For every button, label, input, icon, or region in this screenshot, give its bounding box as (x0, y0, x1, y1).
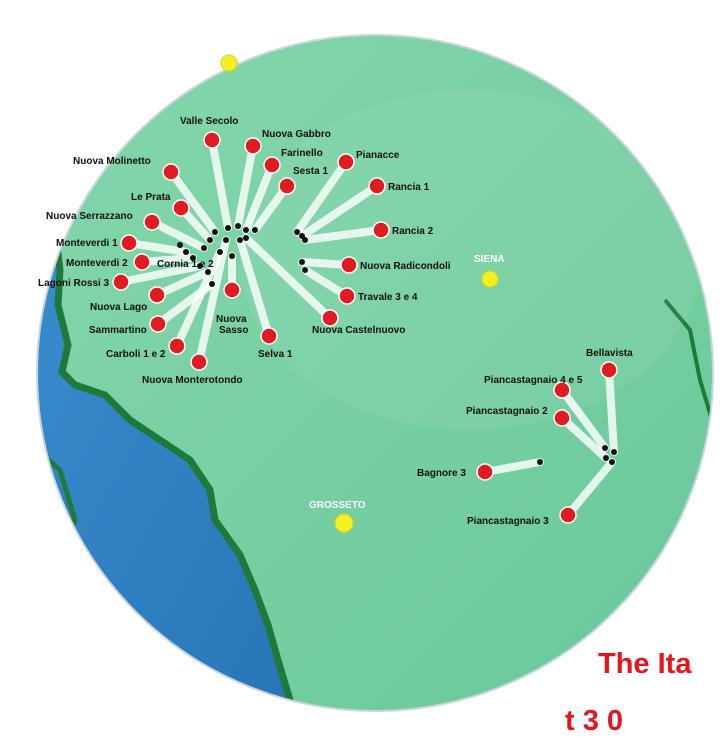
plant-label-farinello: Farinello (281, 148, 323, 159)
plant-label-nuova-sasso-1: Nuova (216, 314, 247, 325)
plant-label-selva-1: Selva 1 (258, 349, 293, 360)
plant-label-nuova-lago: Nuova Lago (90, 302, 147, 313)
plant-marker-selva-1 (260, 327, 278, 345)
plant-marker-sammartino (149, 315, 167, 333)
plant-label-bellavista: Bellavista (586, 348, 633, 359)
plant-marker-nuova-sasso (223, 281, 241, 299)
city-markers: PISA SIENA GROSSETO (217, 43, 505, 533)
plant-label-monteverdi-2: Monteverdi 2 (66, 258, 128, 269)
plant-label-monteverdi-1: Monteverdi 1 (56, 238, 118, 249)
plant-marker-piancastagnaio-4-e-5 (553, 381, 571, 399)
plant-marker-piancastagnaio-2 (553, 409, 571, 427)
plant-label-nuova-castelnuovo: Nuova Castelnuovo (312, 325, 405, 336)
plant-marker-nuova-radicondoli (340, 256, 358, 274)
caption-line-1: The Ita (598, 648, 692, 680)
plant-marker-nuova-molinetto (162, 163, 180, 181)
pisa-marker (220, 54, 238, 72)
plant-label-rancia-1: Rancia 1 (388, 182, 430, 193)
grosseto-marker (334, 513, 354, 533)
plant-marker-nuova-castelnuovo (321, 309, 339, 327)
plant-marker-rancia-2 (372, 221, 390, 239)
coast-east (663, 298, 713, 421)
plant-label-piancastagnaio-4-e-5: Piancastagnaio 4 e 5 (484, 375, 583, 386)
plant-label-travale-3-e-4: Travale 3 e 4 (358, 292, 418, 303)
plant-marker-farinello (263, 156, 281, 174)
map-border (36, 34, 714, 712)
plant-label-piancastagnaio-2: Piancastagnaio 2 (466, 406, 548, 417)
plant-marker-lagoni-rossi-3 (112, 273, 130, 291)
plant-marker-le-prata (172, 199, 190, 217)
plant-label-sammartino: Sammartino (89, 325, 147, 336)
plant-label-le-prata: Le Prata (131, 192, 171, 203)
plant-label-pianacce: Pianacce (356, 150, 400, 161)
plant-label-rancia-2: Rancia 2 (392, 226, 434, 237)
plant-marker-nuova-gabbro (244, 137, 262, 155)
plant-label-piancastagnaio-3: Piancastagnaio 3 (467, 516, 549, 527)
plant-marker-nuova-monterotondo (190, 353, 208, 371)
plant-marker-pianacce (337, 153, 355, 171)
plant-label-nuova-radicondoli: Nuova Radicondoli (360, 261, 451, 272)
plant-label-nuova-sasso-2: Sasso (219, 325, 248, 336)
plant-label-carboli-1-e-2: Carboli 1 e 2 (106, 349, 166, 360)
plant-label-sesta-1: Sesta 1 (293, 166, 328, 177)
plant-marker-carboli-1-e-2 (168, 337, 186, 355)
plant-label-lagoni-rossi-3: Lagoni Rossi 3 (38, 278, 110, 289)
plant-marker-bellavista (600, 361, 618, 379)
plant-label-cornia-1-e-2: Cornia 1 e 2 (157, 259, 214, 270)
plant-labels: Valle Secolo Nuova Gabbro Farinello Pian… (38, 116, 633, 527)
plant-marker-sesta-1 (278, 177, 296, 195)
pisa-label: PISA (217, 43, 240, 54)
plant-marker-valle-secolo (203, 131, 221, 149)
plant-label-valle-secolo: Valle Secolo (180, 116, 238, 127)
plant-marker-piancastagnaio-3 (559, 506, 577, 524)
plant-marker-travale-3-e-4 (338, 287, 356, 305)
plant-label-nuova-molinetto: Nuova Molinetto (73, 156, 151, 167)
plant-marker-monteverdi-1 (120, 234, 138, 252)
plant-marker-bagnore-3 (476, 463, 494, 481)
grosseto-label: GROSSETO (309, 500, 366, 511)
plant-label-nuova-monterotondo: Nuova Monterotondo (142, 375, 243, 386)
plant-marker-rancia-1 (368, 177, 386, 195)
plant-marker-nuova-serrazzano (143, 213, 161, 231)
plant-marker-monteverdi-2 (133, 253, 151, 271)
caption-line-2: t 3 0 (565, 705, 624, 737)
plant-label-nuova-gabbro: Nuova Gabbro (262, 129, 331, 140)
plant-markers (112, 131, 618, 524)
well-dots (177, 223, 617, 465)
siena-marker (481, 270, 499, 288)
plant-label-bagnore-3: Bagnore 3 (417, 468, 466, 479)
plant-label-nuova-serrazzano: Nuova Serrazzano (46, 211, 133, 222)
plant-marker-nuova-lago (148, 286, 166, 304)
siena-label: SIENA (474, 254, 505, 265)
